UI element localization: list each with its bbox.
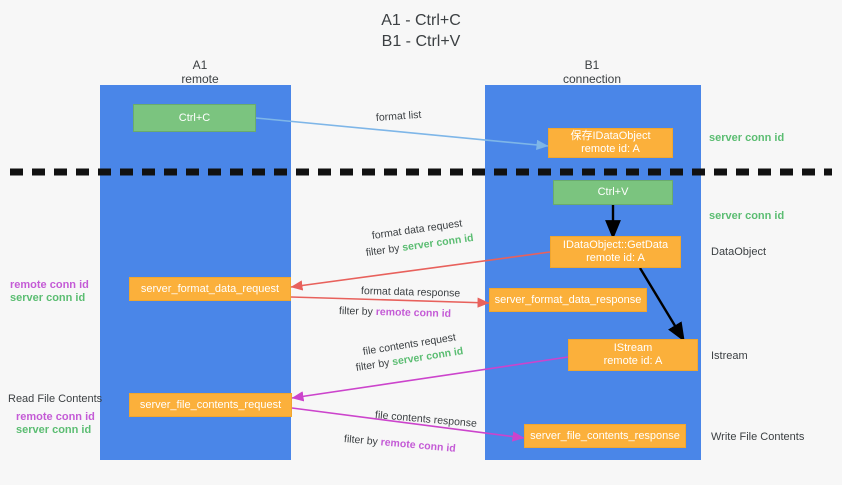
node-server-file-contents-request[interactable]: server_file_contents_request bbox=[129, 393, 292, 417]
lane-a1-sub: remote bbox=[181, 72, 219, 86]
node-save-idataobject[interactable]: 保存IDataObject remote id: A bbox=[548, 128, 673, 158]
page-title: A1 - Ctrl+C B1 - Ctrl+V bbox=[0, 10, 842, 52]
lane-a1-name: A1 bbox=[192, 58, 208, 72]
arrow-file-contents-response bbox=[291, 407, 525, 442]
right-label-istream: Istream bbox=[711, 350, 748, 362]
left-label-remote-conn-id-1: remote conn id bbox=[10, 279, 89, 291]
node-server-format-data-request[interactable]: server_format_data_request bbox=[129, 277, 291, 301]
title-line-2: B1 - Ctrl+V bbox=[381, 33, 461, 50]
node-server-format-data-response-line1: server_format_data_response bbox=[494, 293, 642, 306]
node-save-idataobject-line2: remote id: A bbox=[581, 143, 640, 155]
lane-b1-name: B1 bbox=[584, 58, 600, 72]
node-getdata[interactable]: IDataObject::GetData remote id: A bbox=[550, 236, 681, 268]
arrow-format-list bbox=[255, 117, 549, 150]
node-server-file-contents-response[interactable]: server_file_contents_response bbox=[524, 424, 686, 448]
file-contents-response-filter-prefix: filter by bbox=[343, 433, 382, 449]
right-label-dataobject: DataObject bbox=[711, 246, 767, 258]
left-label-remote-conn-id-2: remote conn id bbox=[16, 411, 95, 423]
node-ctrl-c[interactable]: Ctrl+C bbox=[133, 104, 256, 132]
right-label-server-conn-id-1: server conn id bbox=[709, 132, 785, 144]
lane-header-a1: A1 remote bbox=[120, 58, 280, 86]
node-ctrl-v[interactable]: Ctrl+V bbox=[553, 180, 673, 205]
lane-b1-sub: connection bbox=[562, 72, 622, 86]
node-getdata-line2: remote id: A bbox=[586, 252, 645, 264]
title-line-1: A1 - Ctrl+C bbox=[381, 12, 461, 29]
arrow-format-data-request bbox=[290, 251, 551, 291]
arrow-getdata-to-istream bbox=[638, 267, 685, 342]
arrow-format-data-response bbox=[290, 296, 490, 308]
node-server-file-contents-response-line1: server_file_contents_response bbox=[530, 429, 680, 442]
node-server-file-contents-request-line1: server_file_contents_request bbox=[139, 398, 282, 411]
right-label-server-conn-id-2: server conn id bbox=[709, 210, 785, 222]
lane-header-b1: B1 connection bbox=[512, 58, 672, 86]
node-istream-line1: IStream bbox=[613, 342, 653, 354]
node-getdata-line1: IDataObject::GetData bbox=[562, 239, 669, 251]
node-server-format-data-response[interactable]: server_format_data_response bbox=[489, 288, 647, 312]
node-ctrl-v-line1: Ctrl+V bbox=[597, 186, 629, 198]
arrow-file-contents-request bbox=[291, 356, 569, 402]
node-istream[interactable]: IStream remote id: A bbox=[568, 339, 698, 371]
node-server-format-data-request-line1: server_format_data_request bbox=[140, 282, 280, 295]
left-label-server-conn-id-2: server conn id bbox=[16, 424, 92, 436]
right-label-write-file-contents: Write File Contents bbox=[711, 431, 805, 443]
edge-label-format-data-response: format data response bbox=[360, 285, 461, 300]
left-label-read-file-contents: Read File Contents bbox=[8, 393, 103, 405]
left-label-server-conn-id-1: server conn id bbox=[10, 292, 86, 304]
node-istream-line2: remote id: A bbox=[603, 355, 663, 367]
format-data-response-filter-key: remote conn id bbox=[375, 305, 452, 320]
node-ctrl-c-line1: Ctrl+C bbox=[178, 111, 211, 124]
format-data-response-filter-prefix: filter by bbox=[338, 305, 376, 318]
node-save-idataobject-line1: 保存IDataObject bbox=[570, 130, 651, 142]
